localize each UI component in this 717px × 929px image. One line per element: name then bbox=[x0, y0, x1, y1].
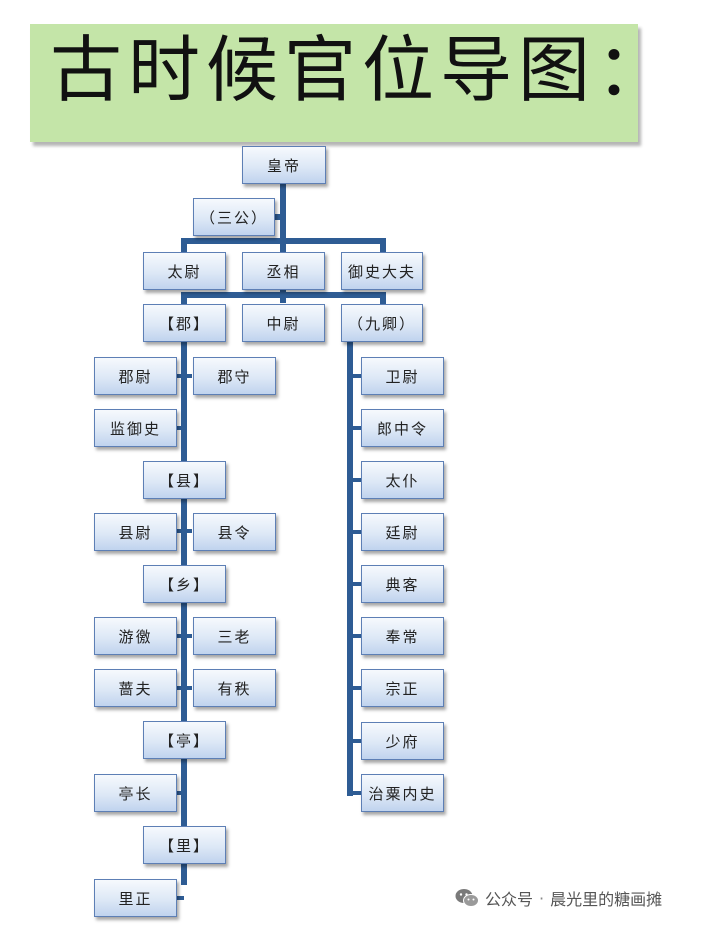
node-zhongwei: 中尉 bbox=[242, 304, 325, 342]
node-sefu: 蔷夫 bbox=[94, 669, 177, 707]
node-minister: 宗正 bbox=[361, 669, 444, 707]
node-chengxiang: 丞相 bbox=[242, 252, 325, 290]
node-minister: 郎中令 bbox=[361, 409, 444, 447]
node-sanlao: 三老 bbox=[193, 617, 276, 655]
node-yushidafu: 御史大夫 bbox=[341, 252, 423, 290]
page-title: 古时候官位导图： bbox=[50, 28, 675, 112]
node-minister: 治粟内史 bbox=[361, 774, 444, 812]
node-youjiao: 游徼 bbox=[94, 617, 177, 655]
wechat-icon bbox=[455, 889, 479, 907]
title-banner bbox=[30, 24, 638, 142]
node-three-dukes: （三公） bbox=[193, 198, 275, 236]
node-lizheng: 里正 bbox=[94, 879, 177, 917]
node-youzhi: 有秩 bbox=[193, 669, 276, 707]
node-junshou: 郡守 bbox=[193, 357, 276, 395]
node-minister: 少府 bbox=[361, 722, 444, 760]
node-taiwei: 太尉 bbox=[143, 252, 226, 290]
node-minister: 卫尉 bbox=[361, 357, 444, 395]
node-emperor: 皇帝 bbox=[242, 146, 326, 184]
node-xianwei: 县尉 bbox=[94, 513, 177, 551]
node-minister: 奉常 bbox=[361, 617, 444, 655]
watermark-label: 公众号 bbox=[485, 890, 534, 909]
node-xianling: 县令 bbox=[193, 513, 276, 551]
node-junwei: 郡尉 bbox=[94, 357, 177, 395]
node-jianyushi: 监御史 bbox=[94, 409, 177, 447]
node-minister: 廷尉 bbox=[361, 513, 444, 551]
node-minister: 太仆 bbox=[361, 461, 444, 499]
node-tingzhang: 亭长 bbox=[94, 774, 177, 812]
node-county: 【县】 bbox=[143, 461, 226, 499]
node-village: 【里】 bbox=[143, 826, 226, 864]
node-commandery: 【郡】 bbox=[143, 304, 226, 342]
node-nine-ministers: （九卿） bbox=[341, 304, 423, 342]
watermark-separator: · bbox=[539, 888, 545, 908]
node-pavilion: 【亭】 bbox=[143, 721, 226, 759]
node-minister: 典客 bbox=[361, 565, 444, 603]
watermark-account: 晨光里的糖画摊 bbox=[550, 890, 663, 909]
watermark: 公众号 · 晨光里的糖画摊 bbox=[455, 885, 662, 911]
node-township: 【乡】 bbox=[143, 565, 226, 603]
